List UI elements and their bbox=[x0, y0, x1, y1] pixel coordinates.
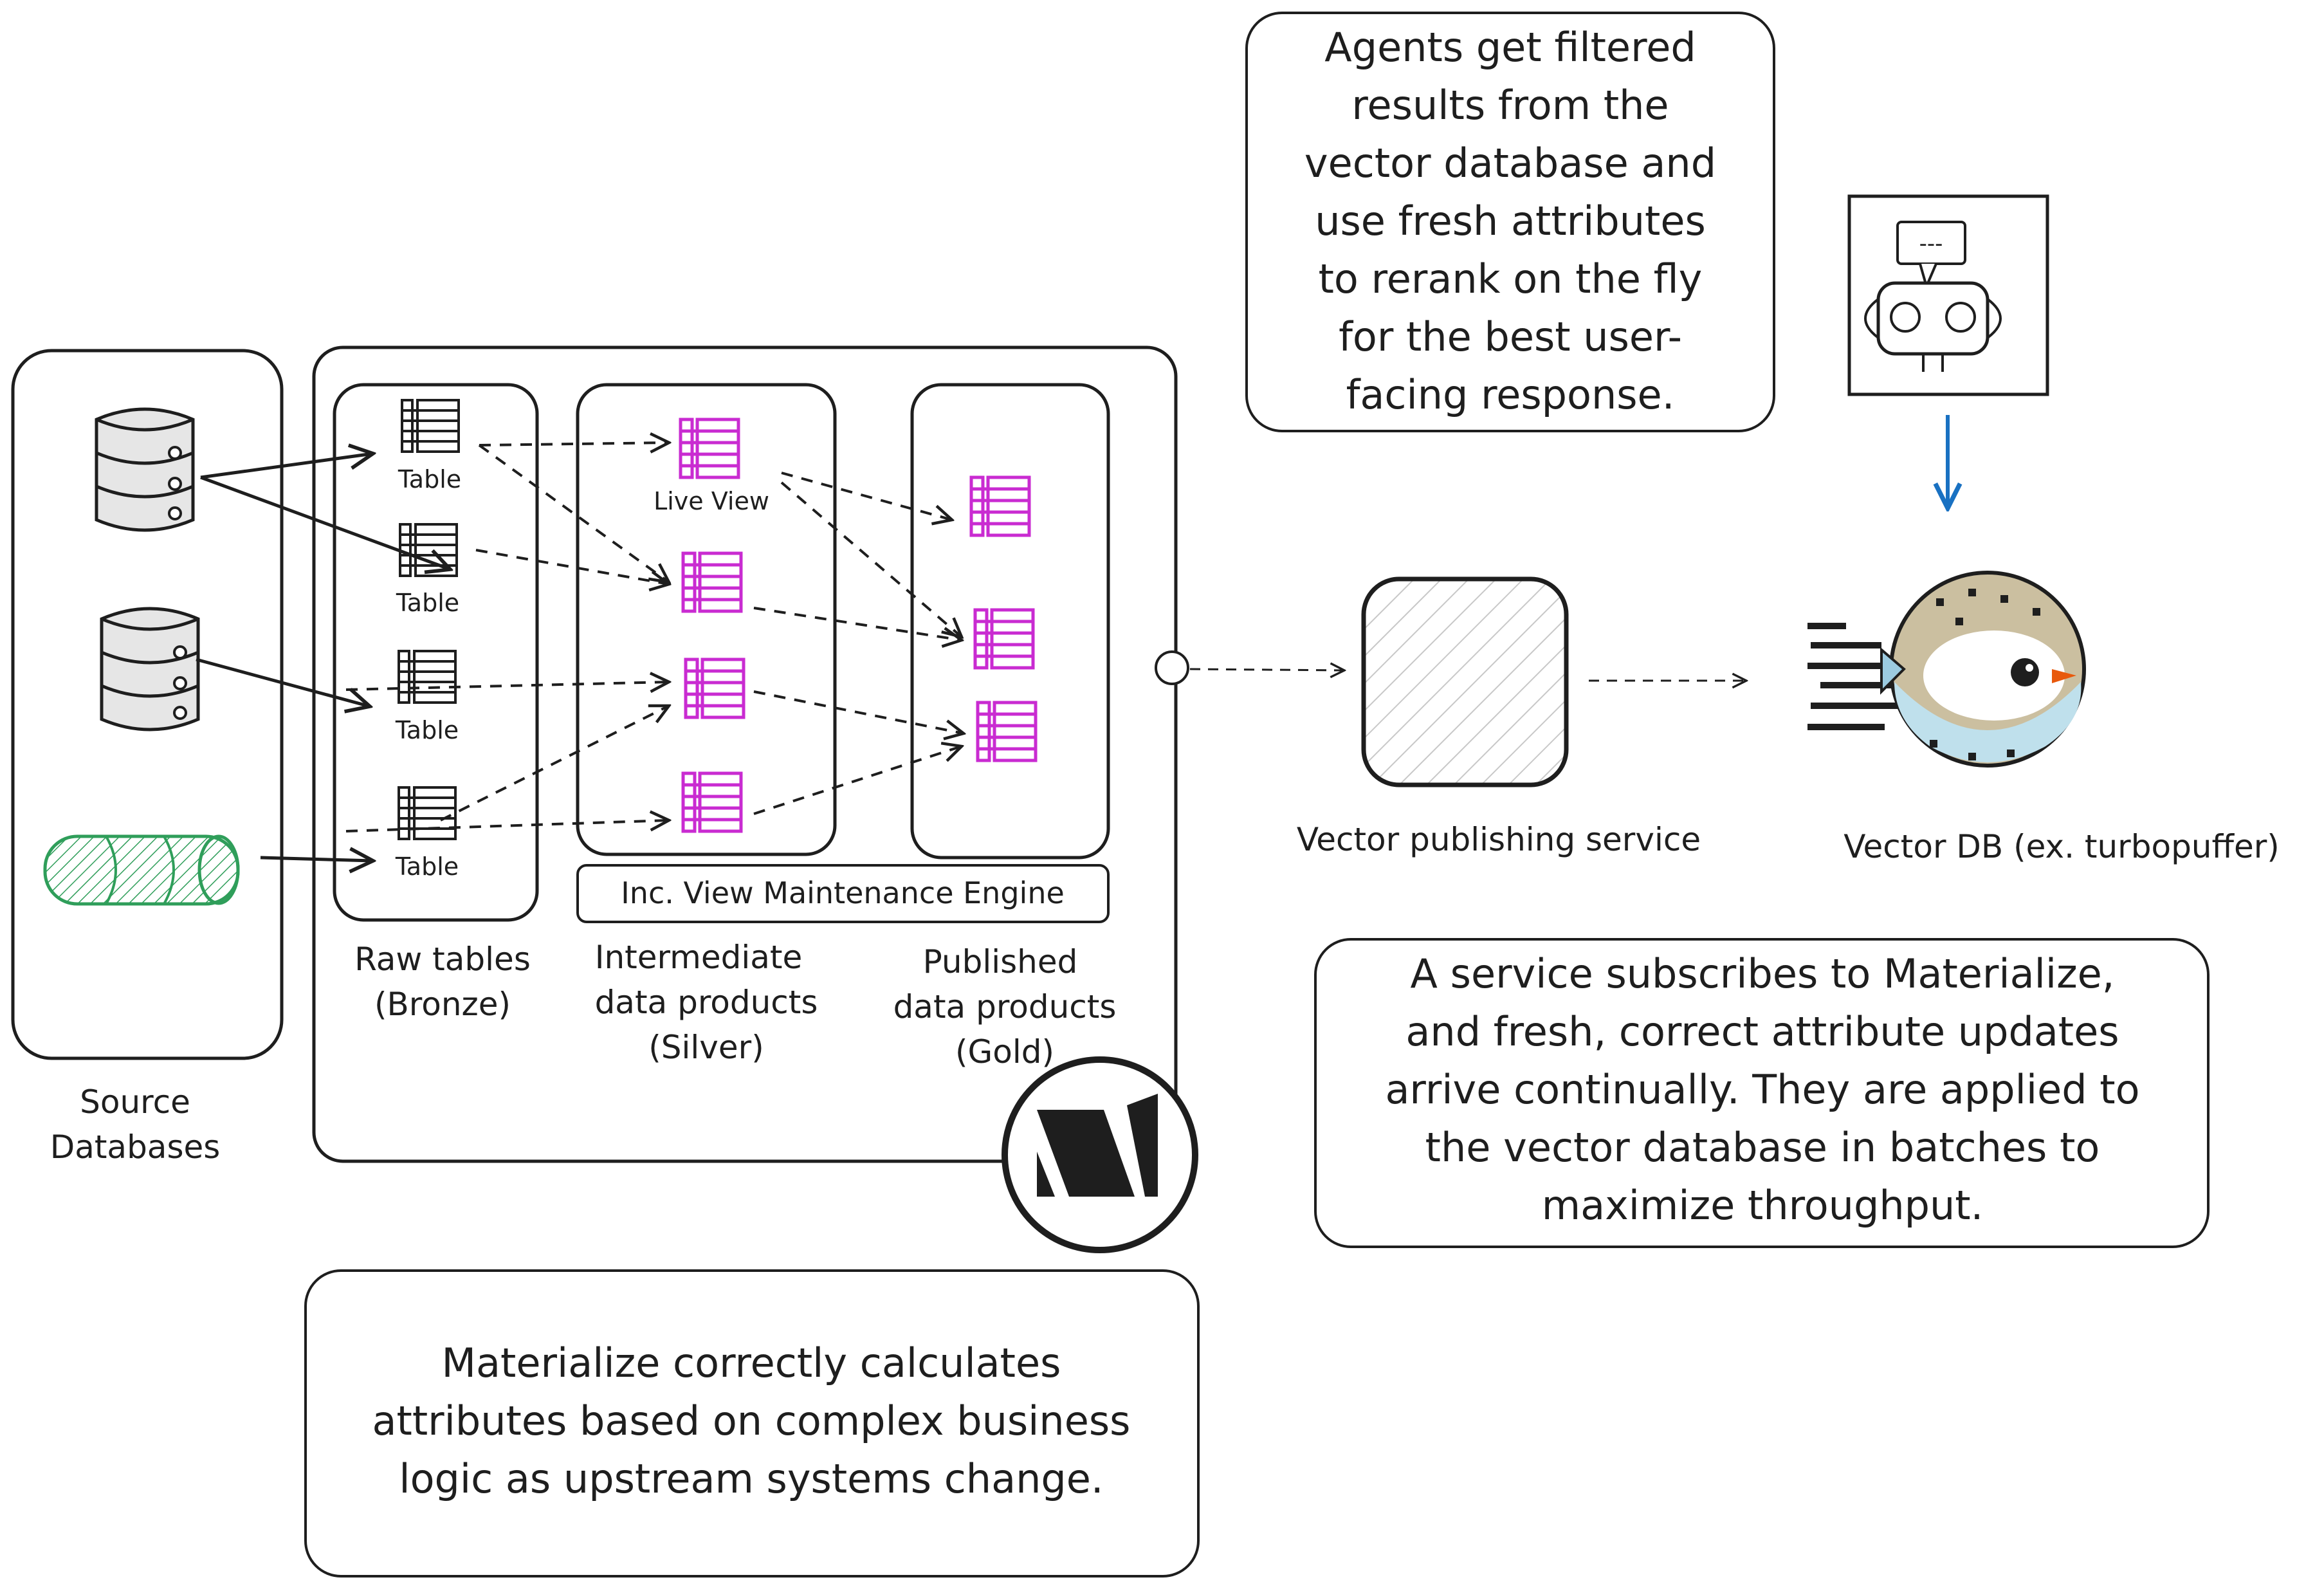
view-table-icon bbox=[686, 659, 744, 717]
agents-note-line: to rerank on the fly bbox=[1319, 255, 1703, 302]
service-note-line: A service subscribes to Materialize, bbox=[1411, 950, 2115, 997]
speech-bubble-text: --- bbox=[1919, 231, 1943, 257]
materialize-container bbox=[312, 345, 1178, 1163]
silver-label-line1: Intermediate bbox=[595, 939, 803, 976]
bronze-label-line1: Raw tables bbox=[354, 941, 531, 978]
service-note: A service subscribes to Materialize, and… bbox=[1314, 938, 2210, 1248]
bronze-table-label: Table bbox=[395, 716, 459, 744]
engine-label: Inc. View Maintenance Engine bbox=[621, 876, 1065, 910]
database-icon bbox=[96, 409, 193, 530]
lineage-arrows bbox=[345, 443, 964, 832]
agents-note-line: Agents get filtered bbox=[1324, 24, 1696, 71]
agents-note-line: use fresh attributes bbox=[1315, 198, 1706, 244]
silver-label-line2: data products bbox=[595, 984, 818, 1021]
source-to-bronze-arrows bbox=[196, 454, 450, 861]
vector-publishing-service: Vector publishing service bbox=[1297, 576, 1701, 858]
view-table-icon bbox=[683, 553, 741, 611]
gold-label-line3: (Gold) bbox=[955, 1033, 1054, 1071]
agents-note-line: results from the bbox=[1351, 82, 1669, 129]
materialize-note-line: logic as upstream systems change. bbox=[399, 1455, 1103, 1502]
database-icon bbox=[102, 609, 198, 730]
gold-label-line1: Published bbox=[923, 943, 1078, 980]
service-note-line: arrive continually. They are applied to bbox=[1385, 1066, 2139, 1113]
bronze-column: Table Table Table Table Raw tables (Bron… bbox=[333, 383, 539, 1023]
agents-note-line: for the best user- bbox=[1339, 313, 1682, 360]
materialize-note-line: attributes based on complex business bbox=[372, 1397, 1131, 1444]
gold-column: Published data products (Gold) bbox=[893, 383, 1117, 1071]
bronze-table-label: Table bbox=[396, 589, 459, 617]
gold-label-line2: data products bbox=[893, 988, 1117, 1026]
output-port bbox=[1155, 650, 1344, 685]
robot-icon: --- bbox=[1847, 194, 2049, 396]
live-view-table-icon bbox=[681, 419, 738, 477]
bronze-table-label: Table bbox=[398, 465, 461, 493]
source-databases-panel: Source Databases bbox=[11, 349, 284, 1166]
silver-column: Live View Intermediate data products (Si… bbox=[576, 383, 837, 1066]
gold-table-icon bbox=[978, 703, 1036, 760]
materialize-note-line: Materialize correctly calculates bbox=[442, 1339, 1061, 1386]
bronze-table-label: Table bbox=[395, 852, 459, 881]
service-note-line: the vector database in batches to bbox=[1425, 1124, 2100, 1171]
gold-table-icon bbox=[975, 610, 1033, 668]
agents-note: Agents get filtered results from the vec… bbox=[1245, 12, 1775, 432]
service-note-line: and fresh, correct attribute updates bbox=[1405, 1008, 2119, 1055]
table-icon bbox=[398, 650, 457, 704]
table-icon bbox=[398, 786, 457, 840]
materialize-logo bbox=[1002, 1056, 1198, 1253]
publishing-service-label: Vector publishing service bbox=[1297, 821, 1701, 858]
service-note-line: maximize throughput. bbox=[1542, 1182, 1984, 1229]
source-label-line1: Source bbox=[80, 1083, 190, 1121]
materialize-note: Materialize correctly calculates attribu… bbox=[304, 1269, 1200, 1577]
live-view-label: Live View bbox=[654, 487, 769, 515]
gold-table-icon bbox=[971, 477, 1029, 535]
silver-label-line3: (Silver) bbox=[648, 1029, 764, 1066]
stream-cylinder-icon bbox=[43, 834, 240, 906]
source-label-line2: Databases bbox=[50, 1128, 221, 1166]
agents-note-line: vector database and bbox=[1304, 140, 1716, 187]
table-icon bbox=[401, 399, 460, 453]
bronze-label-line2: (Bronze) bbox=[374, 986, 511, 1023]
engine-label-box: Inc. View Maintenance Engine bbox=[576, 864, 1110, 923]
agents-note-line: facing response. bbox=[1346, 371, 1675, 418]
view-table-icon bbox=[683, 773, 741, 831]
vector-db-label: Vector DB (ex. turbopuffer) bbox=[1844, 828, 2280, 865]
pufferfish-icon bbox=[1807, 571, 2086, 768]
